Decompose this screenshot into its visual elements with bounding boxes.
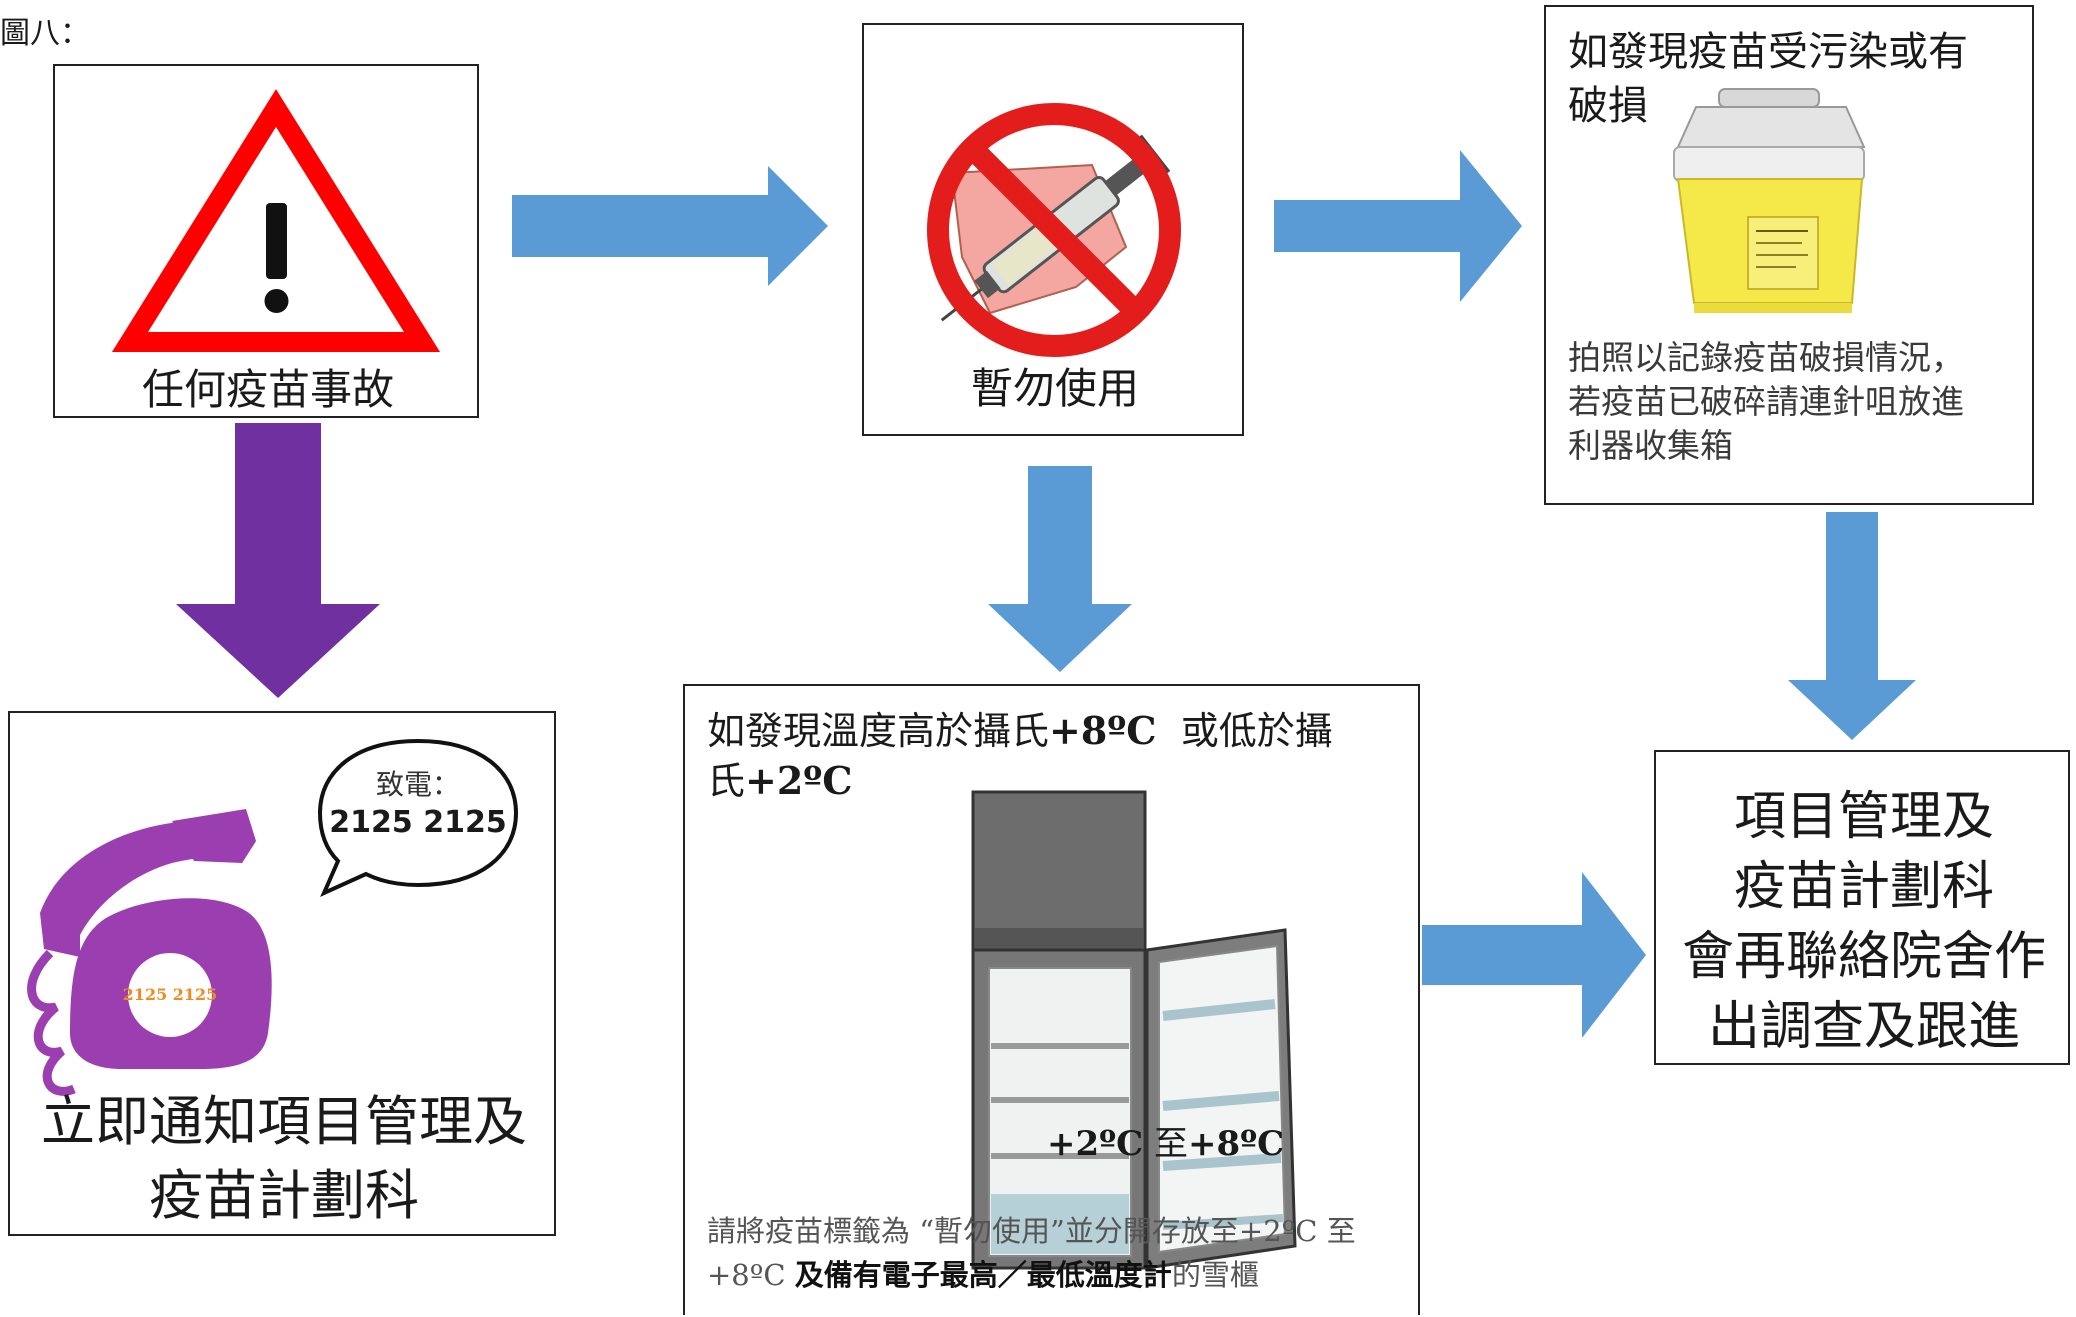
- damaged-box: 如發現疫苗受污染或有 破損 拍照以記錄疫苗破損情況， 若疫苗已破碎請連針咀放進 …: [1544, 5, 2034, 505]
- damaged-instruction-line3: 利器收集箱: [1568, 426, 1733, 465]
- temp-title-low: +2ºC: [745, 758, 853, 803]
- temperature-note-line1: 請將疫苗標籤為 “暫勿使用”並分開存放至+2ºC 至: [707, 1208, 1356, 1250]
- warning-triangle-icon: [111, 89, 441, 352]
- temp-title-high: +8ºC: [1049, 708, 1157, 753]
- temp-title-text-d: 氏: [707, 759, 746, 803]
- note-part-6: +8ºC: [707, 1258, 795, 1292]
- note-part-5: 至: [1326, 1214, 1356, 1248]
- damaged-instruction-line2: 若疫苗已破碎請連針咀放進: [1568, 382, 1964, 421]
- refrigerator-icon: [971, 790, 1297, 1270]
- do-not-use-label: 暫勿使用: [970, 364, 1139, 413]
- arrow-right-1: [512, 166, 828, 286]
- note-part-1: 請將疫苗標籤為: [707, 1214, 920, 1248]
- note-part-7: 及備有電子最高／最低溫度計: [794, 1258, 1172, 1292]
- fridge-range-low: +2ºC: [1047, 1124, 1144, 1164]
- arrow-right-3: [1422, 872, 1646, 1038]
- arrow-down-1: [988, 466, 1132, 672]
- call-prefix: 致電：: [375, 768, 460, 801]
- damaged-title-line1: 如發現疫苗受污染或有: [1568, 29, 1968, 75]
- do-not-use-box: 暫勿使用: [862, 23, 1244, 436]
- follow-up-box: 項目管理及 疫苗計劃科 會再聯絡院舍作 出調查及跟進: [1654, 750, 2070, 1065]
- notify-label-line1: 立即通知項目管理及: [41, 1090, 527, 1153]
- follow-up-line1: 項目管理及: [1733, 787, 1994, 847]
- telephone-icon: [27, 809, 272, 1096]
- arrow-down-purple: [176, 423, 380, 698]
- note-part-3: 並分開存放至: [1064, 1214, 1239, 1248]
- fridge-range-high: +8ºC: [1188, 1124, 1285, 1164]
- follow-up-line3: 會再聯絡院舍作: [1681, 927, 2046, 987]
- note-part-2: “暫勿使用”: [919, 1214, 1065, 1248]
- notify-label-line2: 疫苗計劃科: [149, 1164, 419, 1227]
- follow-up-line4: 出調查及跟進: [1707, 997, 2020, 1057]
- damaged-title-line2: 破損: [1568, 83, 1648, 129]
- temperature-box: 如發現溫度高於攝氏+8ºC 或低於攝 氏+2ºC +2ºC 至+8ºC 請將疫苗…: [683, 684, 1420, 1315]
- temperature-title-line1: 如發現溫度高於攝氏+8ºC 或低於攝: [707, 700, 1333, 755]
- damaged-instruction-line1: 拍照以記錄疫苗破損情況，: [1568, 338, 1964, 377]
- temp-title-text-a: 如發現溫度高於攝氏: [707, 709, 1050, 753]
- fridge-range-to: 至: [1143, 1124, 1189, 1164]
- arrow-right-2: [1274, 150, 1522, 302]
- arrow-down-2: [1788, 512, 1916, 740]
- follow-up-line2: 疫苗計劃科: [1733, 857, 1994, 917]
- temp-title-text-c: 或低於攝: [1156, 709, 1333, 753]
- temperature-title-line2: 氏+2ºC: [707, 750, 853, 805]
- phone-number: 2125 2125: [329, 805, 507, 840]
- fridge-range: +2ºC 至+8ºC: [1047, 1116, 1284, 1165]
- incident-label: 任何疫苗事故: [141, 365, 394, 414]
- notify-box: 致電： 2125 2125 2125 2125 立即通知項目管理及 疫苗計劃科: [8, 711, 556, 1236]
- temperature-note-line2: +8ºC 及備有電子最高／最低溫度計的雪櫃: [707, 1252, 1259, 1294]
- speech-bubble-icon: [317, 738, 519, 897]
- incident-box: 任何疫苗事故: [53, 64, 479, 418]
- dial-number: 2125 2125: [122, 985, 218, 1004]
- note-part-4: +2ºC: [1238, 1214, 1327, 1248]
- sharps-container-icon: [1673, 88, 1866, 313]
- figure-label: 圖八：: [0, 16, 90, 51]
- no-syringe-icon: [927, 103, 1181, 357]
- note-part-8: 的雪櫃: [1171, 1258, 1259, 1292]
